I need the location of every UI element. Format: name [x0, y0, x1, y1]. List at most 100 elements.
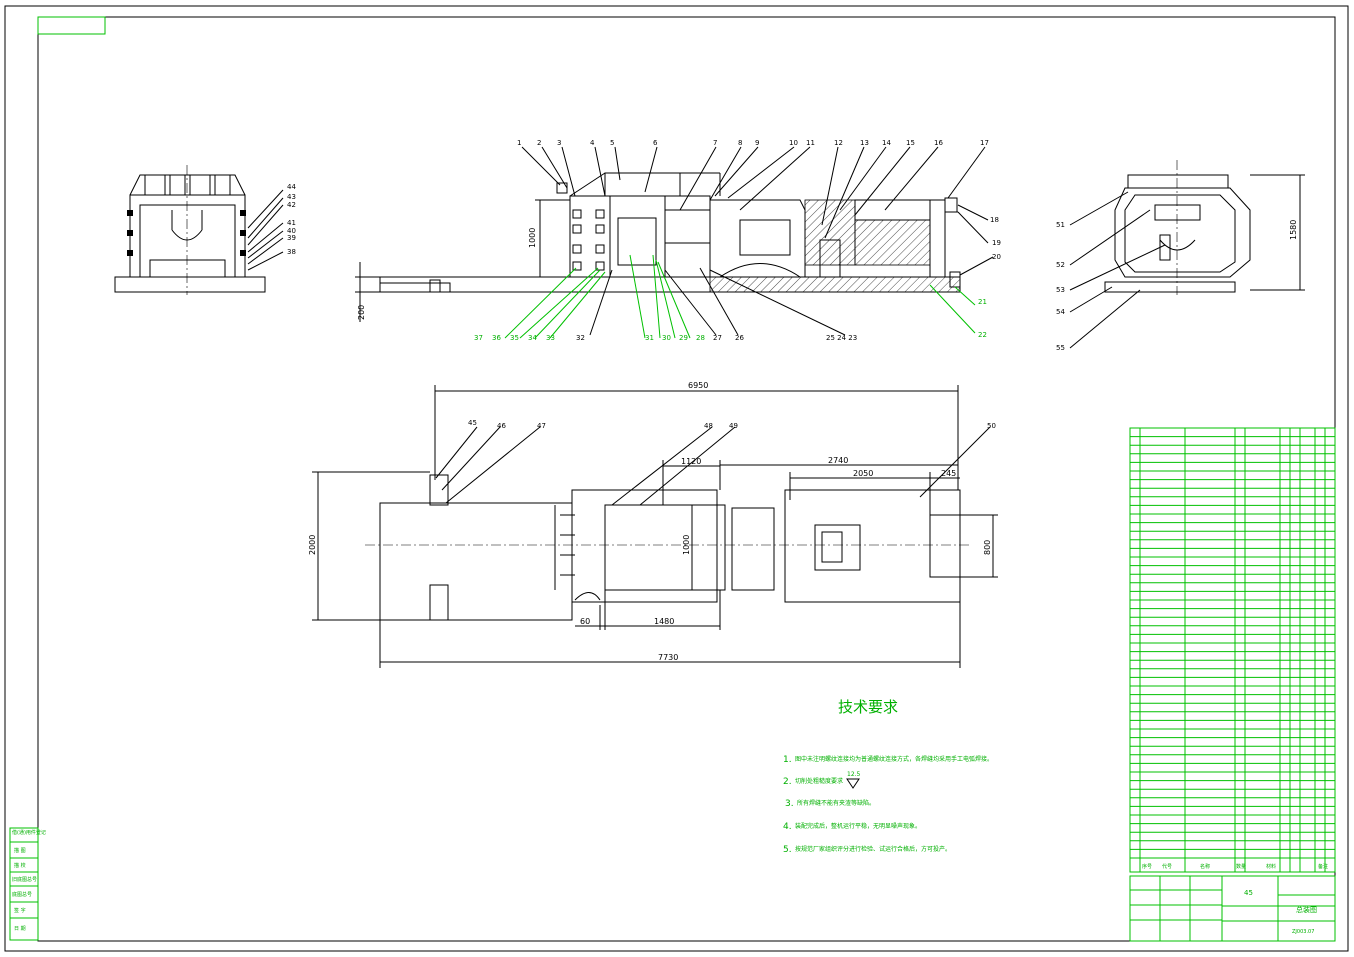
- svg-text:31: 31: [645, 334, 654, 342]
- svg-text:25 24 23: 25 24 23: [826, 334, 857, 342]
- svg-text:43: 43: [287, 193, 296, 201]
- svg-text:21: 21: [978, 298, 987, 306]
- svg-text:2.: 2.: [783, 777, 792, 787]
- parts-list-header: 名称: [1200, 863, 1210, 870]
- svg-text:旧底图总号: 旧底图总号: [12, 876, 37, 883]
- svg-text:16: 16: [934, 139, 943, 147]
- svg-text:36: 36: [492, 334, 501, 342]
- svg-text:245: 245: [941, 469, 956, 478]
- title-block: 45 总装图 ZJ003.07: [1129, 875, 1336, 942]
- svg-text:2740: 2740: [828, 456, 848, 465]
- svg-text:12.5: 12.5: [847, 771, 861, 778]
- svg-text:50: 50: [987, 422, 996, 430]
- parts-list-frame: [1129, 427, 1336, 873]
- svg-text:48: 48: [704, 422, 713, 430]
- svg-text:7730: 7730: [658, 653, 678, 662]
- svg-text:15: 15: [906, 139, 915, 147]
- svg-text:切削处粗糙度要求: 切削处粗糙度要求: [795, 777, 843, 785]
- svg-text:7: 7: [713, 139, 717, 147]
- plan-view: 6950 7730 2000 1000 800 1120 2740 2050: [308, 381, 998, 668]
- parts-list-header: 材料: [1266, 863, 1276, 870]
- svg-text:2: 2: [537, 139, 541, 147]
- svg-text:3.: 3.: [785, 799, 794, 809]
- svg-text:11: 11: [806, 139, 815, 147]
- parts-list-header: 数量: [1236, 863, 1246, 870]
- svg-text:29: 29: [679, 334, 688, 342]
- svg-text:44: 44: [287, 183, 296, 191]
- parts-list-header: 序号: [1142, 863, 1152, 870]
- svg-text:1120: 1120: [681, 457, 701, 466]
- svg-text:底图总号: 底图总号: [12, 891, 32, 898]
- svg-text:27: 27: [713, 334, 722, 342]
- front-view: 1000 200 1 2 3 4 5 6 7 8 9: [355, 139, 1001, 342]
- svg-text:14: 14: [882, 139, 891, 147]
- svg-text:47: 47: [537, 422, 546, 430]
- svg-text:35: 35: [510, 334, 519, 342]
- svg-text:5.: 5.: [783, 845, 792, 855]
- svg-text:1580: 1580: [1289, 220, 1298, 240]
- svg-text:46: 46: [497, 422, 506, 430]
- svg-text:54: 54: [1056, 308, 1065, 316]
- svg-text:1.: 1.: [783, 755, 792, 765]
- svg-text:按规范厂家组织评分进行检验、试运行合格后，方可投产。: 按规范厂家组织评分进行检验、试运行合格后，方可投产。: [795, 845, 951, 853]
- svg-text:800: 800: [983, 540, 992, 555]
- svg-text:41: 41: [287, 219, 296, 227]
- svg-text:55: 55: [1056, 344, 1065, 352]
- svg-text:18: 18: [990, 216, 999, 224]
- svg-text:1480: 1480: [654, 617, 674, 626]
- svg-text:8: 8: [738, 139, 742, 147]
- svg-text:53: 53: [1056, 286, 1065, 294]
- svg-text:39: 39: [287, 234, 296, 242]
- parts-list-header: 备注: [1318, 863, 1328, 870]
- svg-text:3: 3: [557, 139, 561, 147]
- svg-text:33: 33: [546, 334, 555, 342]
- svg-text:图中未注明螺纹连接均为普通螺纹连接方式，各焊缝均采用手工电弧: 图中未注明螺纹连接均为普通螺纹连接方式，各焊缝均采用手工电弧焊接。: [795, 755, 993, 763]
- svg-text:34: 34: [528, 334, 537, 342]
- svg-text:签 字: 签 字: [14, 907, 26, 914]
- svg-text:30: 30: [662, 334, 671, 342]
- svg-text:6950: 6950: [688, 381, 708, 390]
- parts-list-header: 代号: [1162, 863, 1172, 870]
- svg-text:装配完成后，整机运行平稳，无明显噪声现象。: 装配完成后，整机运行平稳，无明显噪声现象。: [795, 822, 921, 830]
- right-end-view: 1580 51 52 53 54 55: [1056, 160, 1305, 352]
- svg-text:22: 22: [978, 331, 987, 339]
- svg-text:日 期: 日 期: [14, 926, 26, 932]
- svg-text:2050: 2050: [853, 469, 873, 478]
- svg-text:19: 19: [992, 239, 1001, 247]
- svg-text:49: 49: [729, 422, 738, 430]
- svg-text:9: 9: [755, 139, 759, 147]
- svg-text:60: 60: [580, 617, 590, 626]
- svg-text:6: 6: [653, 139, 658, 147]
- svg-text:28: 28: [696, 334, 705, 342]
- svg-text:200: 200: [357, 305, 366, 320]
- svg-text:17: 17: [980, 139, 989, 147]
- svg-text:借(通)用件登记: 借(通)用件登记: [12, 829, 46, 836]
- svg-text:51: 51: [1056, 221, 1065, 229]
- svg-text:1: 1: [517, 139, 521, 147]
- svg-text:32: 32: [576, 334, 585, 342]
- svg-text:42: 42: [287, 201, 296, 209]
- drawing-code: ZJ003.07: [1292, 929, 1314, 935]
- svg-text:12: 12: [834, 139, 843, 147]
- drawing-name: 总装图: [1296, 905, 1317, 914]
- svg-text:1000: 1000: [682, 535, 691, 555]
- svg-text:技术要求: 技术要求: [838, 698, 898, 716]
- parts-list: 序号 代号 名称 数量 材料 备注: [1129, 427, 1336, 873]
- svg-text:1000: 1000: [528, 228, 537, 248]
- svg-text:10: 10: [789, 139, 798, 147]
- sheet-outer-border: [4, 5, 1349, 952]
- material-text: 45: [1244, 889, 1253, 897]
- svg-text:4.: 4.: [783, 822, 792, 832]
- left-end-view: 44 43 42 41 40 39 38: [114, 165, 296, 295]
- svg-text:4: 4: [590, 139, 595, 147]
- svg-text:13: 13: [860, 139, 869, 147]
- corner-stamp-box: [37, 16, 106, 35]
- svg-text:2000: 2000: [308, 535, 317, 555]
- svg-text:37: 37: [474, 334, 483, 342]
- side-stamp: 借(通)用件登记 描 图 描 校 旧底图总号 底图总号 签 字 日 期: [9, 827, 46, 941]
- svg-text:所有焊缝不能有夹渣等缺陷。: 所有焊缝不能有夹渣等缺陷。: [797, 799, 875, 807]
- svg-text:5: 5: [610, 139, 614, 147]
- svg-text:40: 40: [287, 227, 296, 235]
- svg-text:38: 38: [287, 248, 296, 256]
